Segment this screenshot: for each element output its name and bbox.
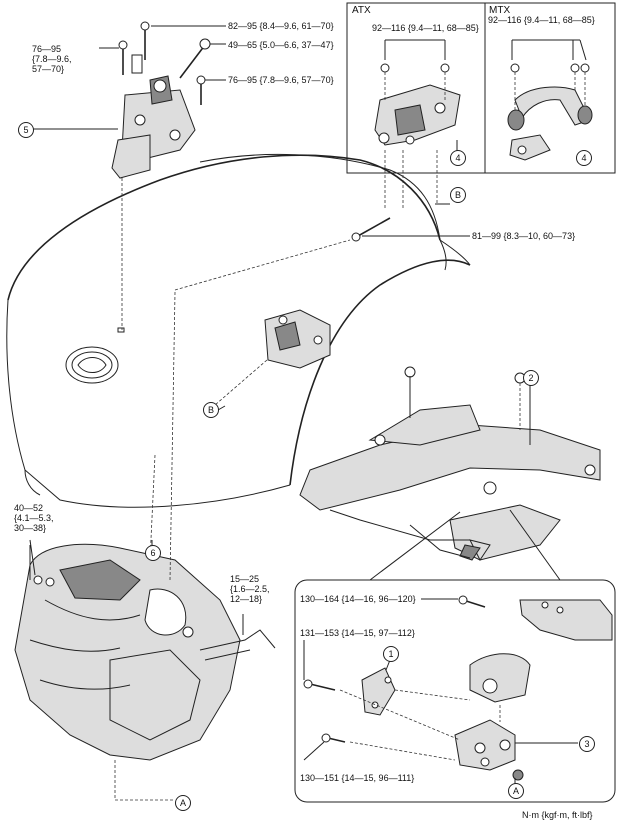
callout-a-inset: A [508, 783, 524, 799]
atx-title: ATX [352, 5, 371, 16]
torque-label-130-164: 130—164 {14—16, 96—120} [300, 594, 416, 604]
torque-label-130-151: 130—151 {14—15, 96—111} [300, 773, 415, 783]
transmission-mount-inset [346, 2, 616, 174]
torque-label-76-95-right: 76—95 {7.8—9.6, 57—70} [228, 75, 334, 85]
unit-note: N·m {kgf·m, ft·lbf} [522, 810, 593, 820]
callout-4-atx: 4 [450, 150, 466, 166]
callout-b-inset: B [450, 187, 466, 203]
callout-3: 3 [579, 736, 595, 752]
callout-5: 5 [18, 122, 34, 138]
callout-6: 6 [145, 545, 161, 561]
torque-label-76-95-left: 76—95 {7.8—9.6, 57—70} [32, 44, 72, 74]
center-mount-on-body [214, 309, 331, 406]
leader-lines [29, 25, 587, 761]
mtx-title: MTX [489, 5, 511, 16]
torque-label-atx-92-116: 92—116 {9.4—11, 68—85} [372, 23, 479, 33]
vehicle-body-outline [6, 153, 471, 508]
callout-a-engine: A [175, 795, 191, 811]
torque-label-82-95: 82—95 {8.4—9.6, 61—70} [228, 21, 334, 31]
rear-mount-inset [294, 509, 616, 803]
callout-b-body: B [203, 402, 219, 418]
torque-label-49-65: 49—65 {5.0—6.6, 37—47} [228, 40, 334, 50]
torque-label-mtx-92-116: 92—116 {9.4—11, 68—85} [488, 15, 595, 25]
callout-2: 2 [523, 370, 539, 386]
torque-label-15-25: 15—25 {1.6—2.5, 12—18} [230, 574, 270, 604]
torque-label-81-99: 81—99 {8.3—10, 60—73} [472, 231, 576, 241]
callout-4-mtx: 4 [576, 150, 592, 166]
torque-label-40-52: 40—52 {4.1—5.3, 30—38} [14, 503, 54, 533]
atx-mount-4 [374, 63, 461, 210]
long-through-bolt [174, 217, 391, 291]
engine-assembly-6 [14, 291, 276, 801]
crossmember-2 [299, 366, 601, 561]
engine-mount-5 [111, 21, 211, 333]
callout-1: 1 [383, 646, 399, 662]
mtx-mount-4 [507, 63, 593, 161]
torque-label-131-153: 131—153 {14—15, 97—112} [300, 628, 415, 638]
